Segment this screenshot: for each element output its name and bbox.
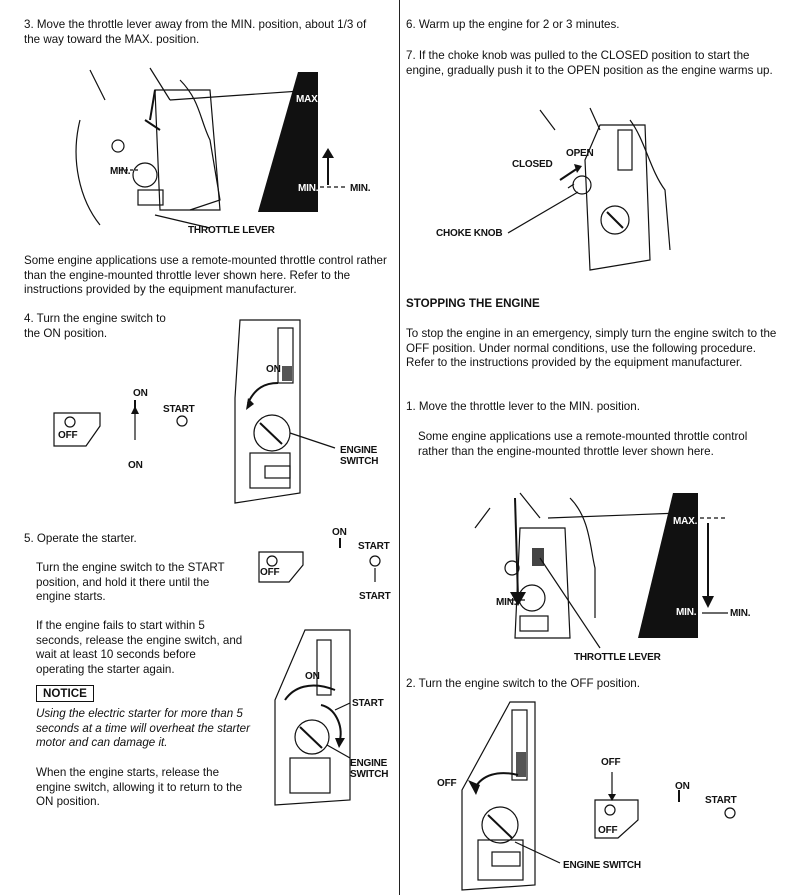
notice-label: NOTICE — [36, 685, 94, 702]
stopping-heading: STOPPING THE ENGINE — [406, 297, 540, 310]
min-label: MIN. — [110, 166, 131, 177]
on-panel-label: ON — [266, 364, 281, 375]
engine-switch-label-4: SWITCH — [350, 769, 389, 780]
engine-switch-start-figure — [258, 538, 381, 806]
min-scale-label: MIN. — [298, 183, 319, 194]
on-bottom-label: ON — [128, 460, 143, 471]
column-divider — [399, 0, 400, 895]
step-4-text: 4. Turn the engine switch to the ON posi… — [24, 312, 166, 340]
step-7-text: 7. If the choke knob was pulled to the C… — [406, 49, 773, 77]
closed-label: CLOSED — [512, 159, 553, 170]
step-5-paragraph-1: Turn the engine switch to the START posi… — [36, 561, 225, 604]
step-5-paragraph-3: When the engine starts, release the engi… — [36, 766, 243, 809]
start-bottom-label: START — [359, 591, 391, 602]
choke-knob-label: CHOKE KNOB — [436, 228, 503, 239]
choke-knob-figure — [507, 107, 671, 271]
engine-switch-label-2: SWITCH — [340, 456, 379, 467]
on-label-3: ON — [675, 781, 690, 792]
off-panel-label: OFF — [437, 778, 457, 789]
step-3-text: 3. Move the throttle lever away from the… — [24, 18, 367, 46]
throttle-lever-figure — [75, 67, 348, 229]
min-label-2: MIN. — [496, 597, 517, 608]
min-scale-label-2: MIN. — [676, 607, 697, 618]
start-panel-label: START — [352, 698, 384, 709]
start-label-3: START — [705, 795, 737, 806]
off-switch-label: OFF — [598, 825, 618, 836]
off-label-2: OFF — [260, 567, 280, 578]
on-panel-label-2: ON — [305, 671, 320, 682]
off-top-label: OFF — [601, 757, 621, 768]
start-label: START — [163, 404, 195, 415]
stopping-paragraph: To stop the engine in an emergency, simp… — [406, 327, 777, 370]
throttle-min-figure — [474, 492, 728, 649]
max-label: MAX. — [296, 94, 321, 105]
notice-text: Using the electric starter for more than… — [36, 707, 250, 750]
engine-switch-label-3: ENGINE — [350, 758, 388, 769]
open-label: OPEN — [566, 148, 594, 159]
stop-remote-note: Some engine applications use a remote-mo… — [418, 430, 748, 458]
step-5-paragraph-2: If the engine fails to start within 5 se… — [36, 619, 243, 676]
on-label-2: ON — [332, 527, 347, 538]
engine-switch-on-figure — [53, 319, 336, 504]
step-6-text: 6. Warm up the engine for 2 or 3 minutes… — [406, 18, 620, 31]
on-top-label: ON — [133, 388, 148, 399]
stop-step-2-text: 2. Turn the engine switch to the OFF pos… — [406, 677, 640, 690]
min-right-label: MIN. — [350, 183, 371, 194]
stop-step-1-text: 1. Move the throttle lever to the MIN. p… — [406, 400, 640, 413]
step-5-text: 5. Operate the starter. — [24, 532, 137, 545]
off-label: OFF — [58, 430, 78, 441]
throttle-lever-label-2: THROTTLE LEVER — [574, 652, 661, 663]
throttle-lever-label: THROTTLE LEVER — [188, 225, 275, 236]
engine-switch-off-figure — [461, 701, 736, 891]
start-top-label: START — [358, 541, 390, 552]
engine-switch-label-5: ENGINE SWITCH — [563, 860, 641, 871]
max-label-2: MAX. — [673, 516, 698, 527]
engine-switch-label-1: ENGINE — [340, 445, 378, 456]
min-right-label-2: MIN. — [730, 608, 751, 619]
remote-throttle-note: Some engine applications use a remote-mo… — [24, 254, 387, 297]
